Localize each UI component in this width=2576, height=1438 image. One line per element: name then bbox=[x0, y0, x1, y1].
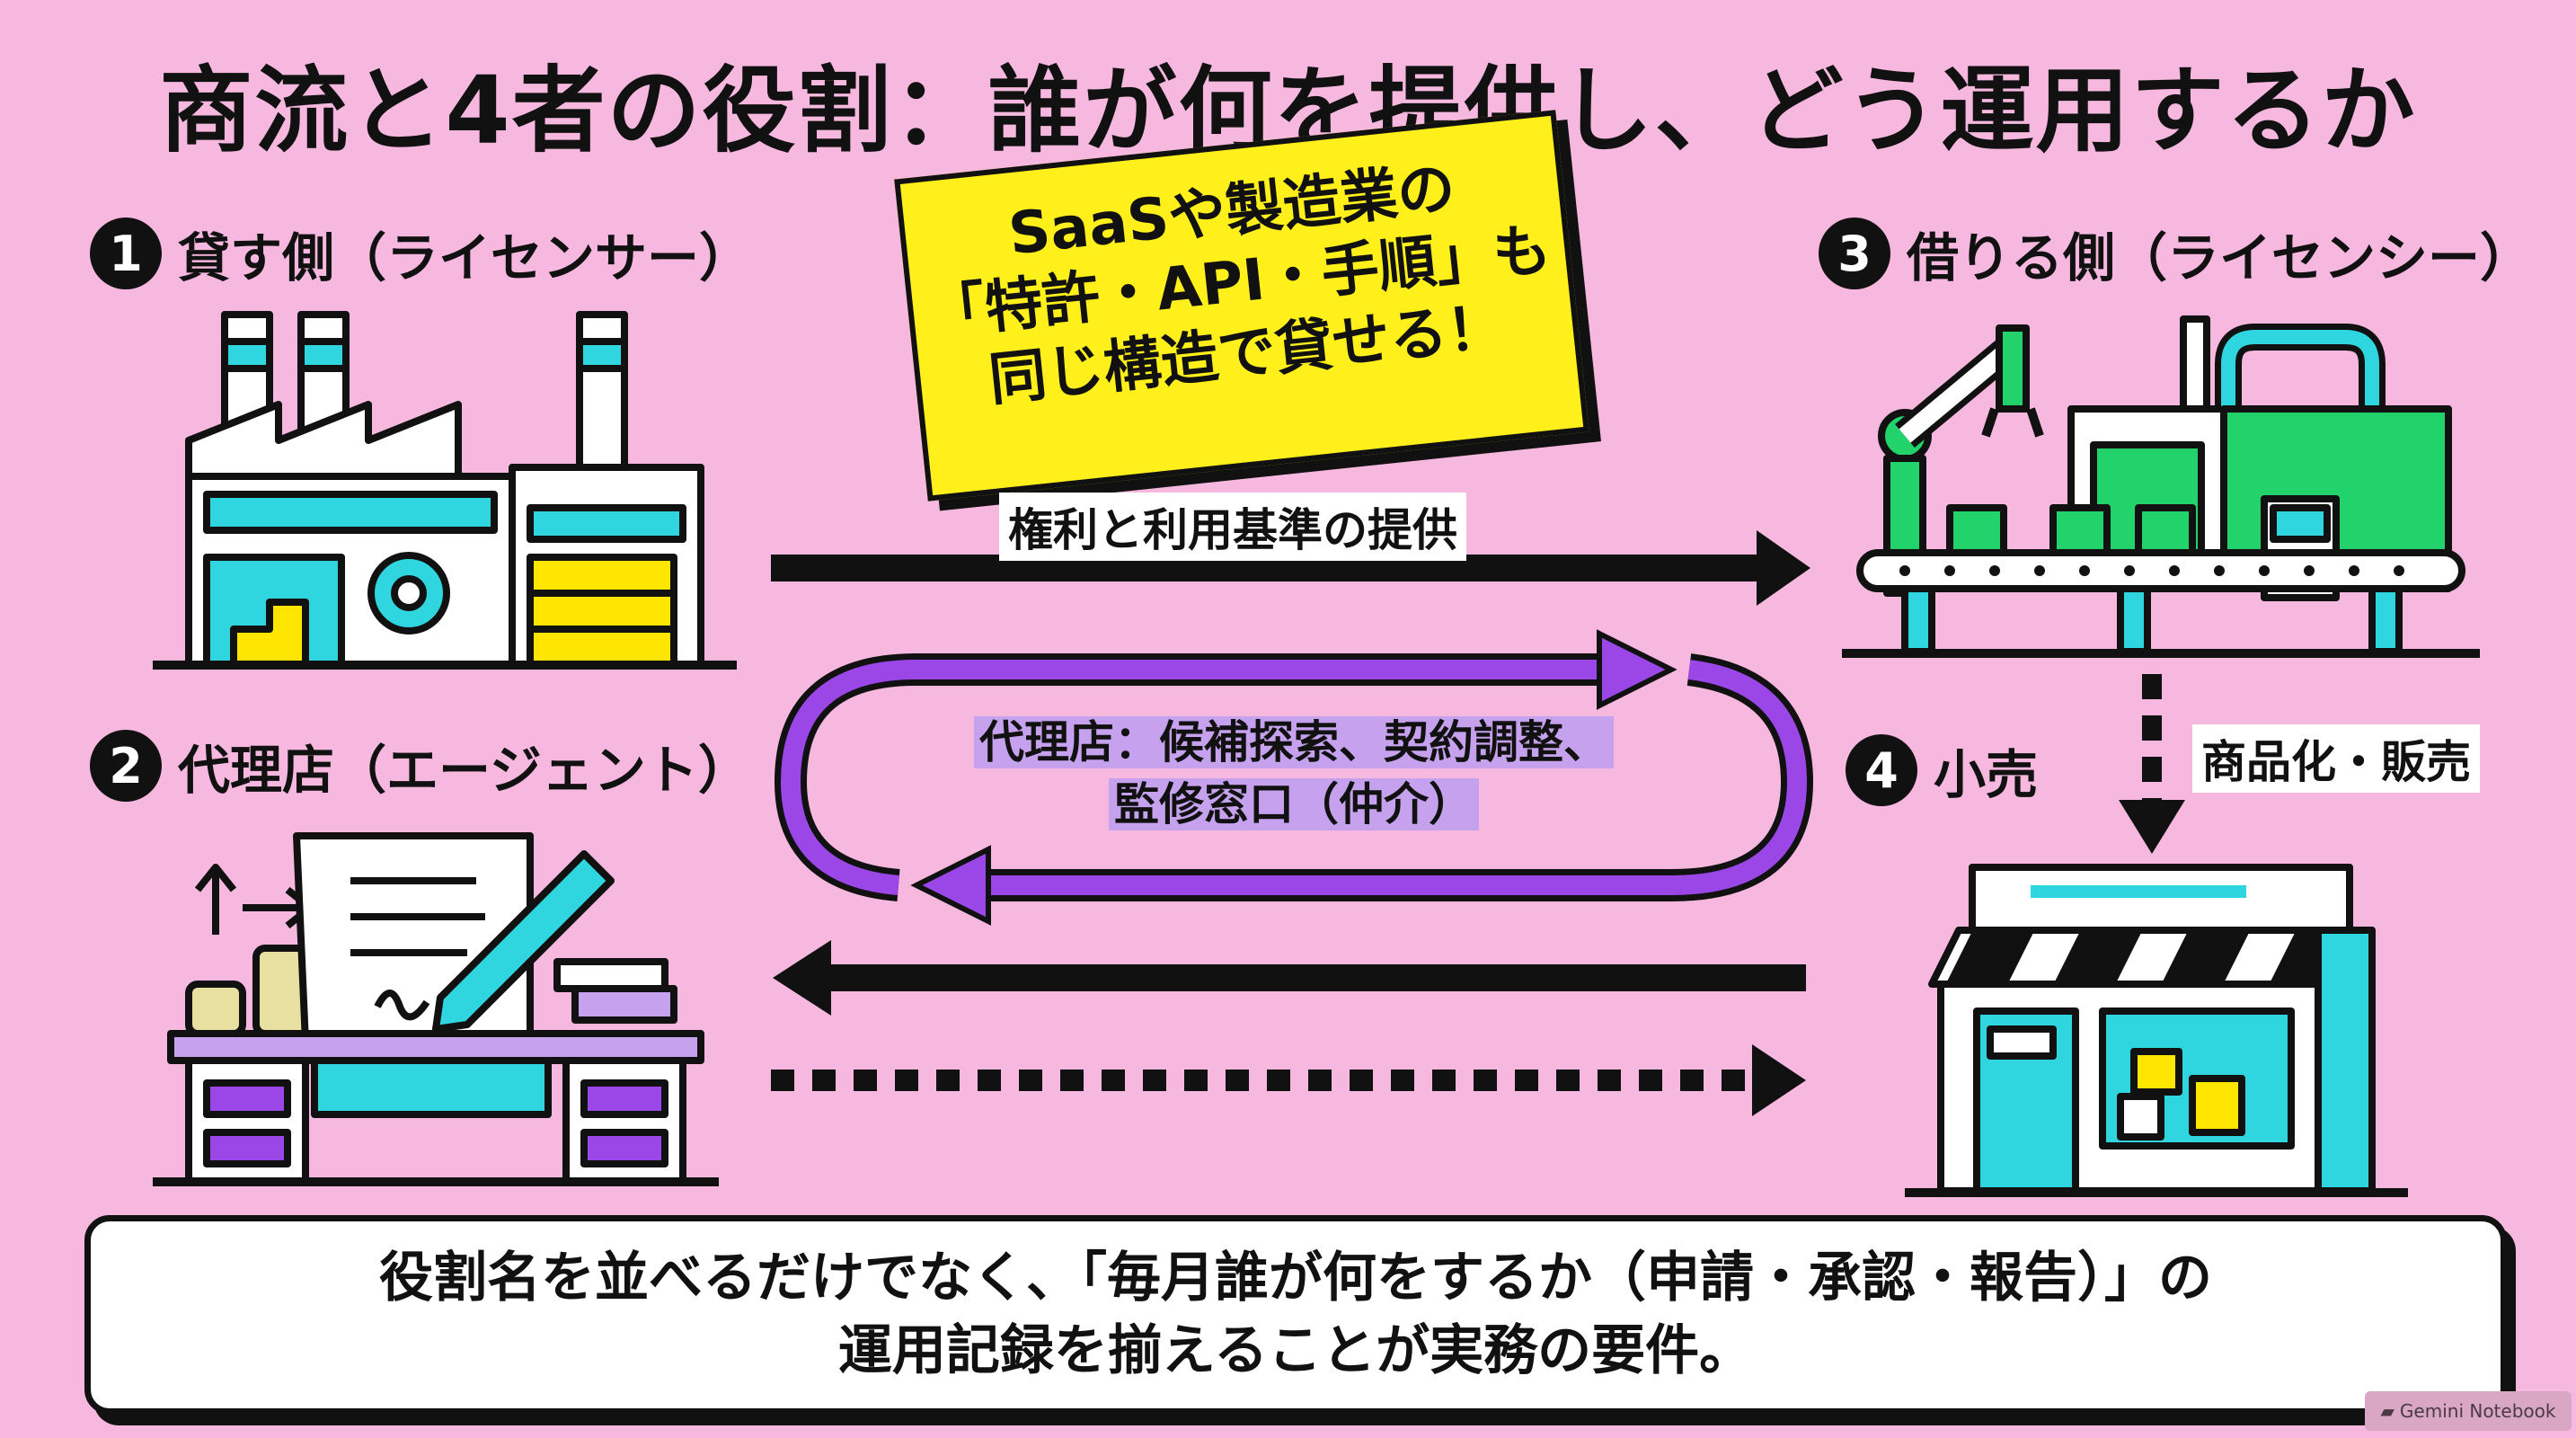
provide-arrow bbox=[771, 530, 1810, 606]
licensee-label-text: 借りる側（ライセンシー） bbox=[1907, 227, 2533, 288]
contract-desk-icon bbox=[153, 832, 719, 1186]
bottom-note: 役割名を並べるだけでなく、「毎月誰が何をするか（申請・承認・報告）」の 運用記録… bbox=[84, 1215, 2507, 1415]
agent-label-text: 代理店（エージェント） bbox=[178, 740, 750, 801]
licensee-label: 3 借りる側（ライセンシー） bbox=[1819, 216, 2532, 291]
return-arrow bbox=[773, 940, 1806, 1016]
number-badge-3: 3 bbox=[1819, 217, 1890, 289]
agent-loop-arrow bbox=[774, 629, 1814, 926]
agent-flow-line-2: 監修窓口（仲介） bbox=[1109, 777, 1479, 830]
agent-flow-line-1: 代理店：候補探索、契約調整、 bbox=[974, 716, 1614, 768]
number-badge-1: 1 bbox=[90, 217, 162, 289]
retail-label-text: 小売 bbox=[1934, 744, 2039, 805]
provide-label: 権利と利用基準の提供 bbox=[999, 493, 1466, 561]
watermark: ▰ Gemini Notebook bbox=[2365, 1391, 2572, 1431]
commercialize-label: 商品化・販売 bbox=[2192, 724, 2480, 793]
store-icon bbox=[1905, 864, 2408, 1197]
agent-label: 2 代理店（エージェント） bbox=[90, 728, 750, 803]
licensor-label: 1 貸す側（ライセンサー） bbox=[90, 216, 751, 291]
number-badge-4: 4 bbox=[1846, 734, 1917, 806]
production-line-icon bbox=[1842, 315, 2480, 658]
bottom-note-line-1: 役割名を並べるだけでなく、「毎月誰が何をするか（申請・承認・報告）」の bbox=[379, 1247, 2212, 1309]
agent-flow-label: 代理店：候補探索、契約調整、 監修窓口（仲介） bbox=[899, 715, 1689, 832]
retail-label: 4 小売 bbox=[1846, 732, 2038, 808]
factory-icon bbox=[153, 311, 737, 670]
notebook-icon: ▰ bbox=[2380, 1400, 2395, 1422]
commercialize-arrow bbox=[2119, 674, 2185, 854]
watermark-text: Gemini Notebook bbox=[2399, 1400, 2556, 1422]
licensor-label-text: 貸す側（ライセンサー） bbox=[178, 227, 752, 288]
bottom-note-line-2: 運用記録を揃えることが実務の要件。 bbox=[837, 1319, 1754, 1382]
number-badge-2: 2 bbox=[90, 730, 162, 802]
dotted-arrow bbox=[771, 1044, 1806, 1116]
